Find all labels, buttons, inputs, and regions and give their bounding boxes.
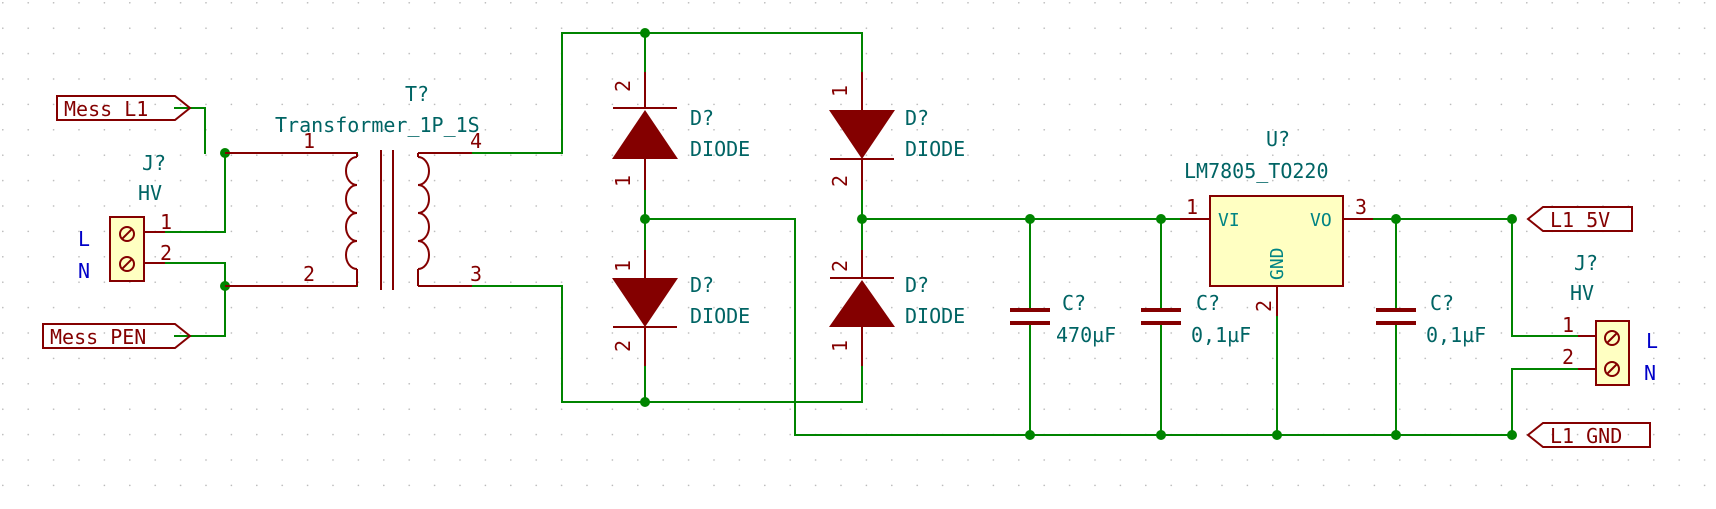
global-label-text: L1_5V	[1550, 208, 1610, 232]
wire-t-pin4	[471, 32, 863, 154]
pin-number: 1	[1186, 195, 1198, 219]
junction	[1391, 430, 1401, 440]
capacitor-c2[interactable]: C? 0,1µF	[1141, 291, 1251, 347]
pin-number: 2	[1562, 345, 1574, 369]
wire-j1-pin1	[164, 152, 226, 233]
wire-j1-pin2	[164, 262, 226, 287]
connector-value: HV	[1570, 281, 1594, 305]
transformer[interactable]: T? Transformer_1P_1S 1 2 3 4	[225, 82, 482, 290]
capacitor-value: 470µF	[1056, 323, 1116, 347]
capacitor-value: 0,1µF	[1426, 323, 1486, 347]
wire-bridge-neg	[644, 218, 1513, 436]
diode-ref: D?	[690, 106, 714, 130]
connector-side-n: N	[1644, 361, 1656, 385]
pin-number: 1	[828, 340, 852, 352]
junction	[857, 214, 867, 224]
wire-j2-pin2	[1511, 368, 1579, 436]
diode-d3[interactable]: 1 2 D? DIODE	[611, 250, 750, 366]
diode-d4[interactable]: 2 1 D? DIODE	[828, 250, 965, 366]
pin-number: 2	[611, 80, 635, 92]
pin-number: 1	[1562, 313, 1574, 337]
pin-name: VO	[1310, 210, 1332, 231]
global-label-text: Mess_L1	[64, 97, 148, 121]
connector-ref: J?	[1574, 251, 1598, 275]
wire-t-pin3	[471, 285, 863, 403]
diode-ref: D?	[905, 106, 929, 130]
pin-number: 2	[1252, 300, 1276, 312]
connector-side-l: L	[1646, 329, 1658, 353]
junction	[1507, 214, 1517, 224]
junction	[640, 397, 650, 407]
connector-right[interactable]: J? HV 1 2 L N	[1562, 251, 1658, 386]
transformer-value: Transformer_1P_1S	[275, 113, 480, 137]
pin-number: 1	[160, 210, 172, 234]
capacitor-ref: C?	[1196, 291, 1220, 315]
diode-value: DIODE	[690, 304, 750, 328]
pin-number: 2	[611, 340, 635, 352]
screw-terminal-icon	[1604, 330, 1620, 377]
connector-ref: J?	[142, 151, 166, 175]
pin-number: 2	[828, 260, 852, 272]
connector-side-n: N	[78, 259, 90, 283]
diode-value: DIODE	[905, 304, 965, 328]
pin-number: 3	[1355, 195, 1367, 219]
pin-number: 1	[828, 85, 852, 97]
diode-d2[interactable]: 1 2 D? DIODE	[828, 72, 965, 190]
capacitor-c3[interactable]: C? 0,1µF	[1376, 291, 1486, 347]
diode-ref: D?	[690, 273, 714, 297]
global-label-mess-l1[interactable]: Mess_L1	[56, 95, 192, 121]
junction	[640, 214, 650, 224]
junction	[1025, 214, 1035, 224]
wire-mess-pen	[174, 285, 226, 337]
pin-number: 3	[470, 262, 482, 286]
junction	[640, 28, 650, 38]
global-label-l1-gnd[interactable]: L1_GND	[1526, 422, 1651, 448]
connector-value: HV	[138, 181, 162, 205]
diode-value: DIODE	[905, 137, 965, 161]
pin-number: 2	[828, 175, 852, 187]
diode-d1[interactable]: 2 1 D? DIODE	[611, 72, 750, 190]
global-label-text: Mess_PEN	[50, 325, 146, 349]
junction	[1025, 430, 1035, 440]
pin-name: VI	[1218, 210, 1240, 231]
screw-terminal-icon	[119, 226, 135, 272]
pin-number: 1	[611, 260, 635, 272]
wire-mess-l1	[174, 107, 206, 154]
global-label-mess-pen[interactable]: Mess_PEN	[42, 323, 192, 349]
global-label-text: L1_GND	[1550, 424, 1622, 448]
pin-number: 1	[303, 129, 315, 153]
global-label-l1-5v[interactable]: L1_5V	[1526, 206, 1633, 232]
pin-name: GND	[1267, 247, 1288, 280]
junctions	[220, 28, 1517, 440]
transformer-ref: T?	[405, 82, 429, 106]
regulator-ref: U?	[1266, 127, 1290, 151]
capacitor-ref: C?	[1430, 291, 1454, 315]
capacitor-value: 0,1µF	[1191, 323, 1251, 347]
regulator-u[interactable]: U? LM7805_TO220 VI VO GND 1 3 2	[1180, 127, 1373, 316]
regulator-value: LM7805_TO220	[1184, 159, 1329, 183]
wire-j2-pin1	[1511, 218, 1579, 337]
junction	[1507, 430, 1517, 440]
pin-number: 2	[303, 262, 315, 286]
capacitor-ref: C?	[1062, 291, 1086, 315]
diode-value: DIODE	[690, 137, 750, 161]
pin-number: 2	[160, 241, 172, 265]
junction	[1272, 430, 1282, 440]
connector-left[interactable]: J? HV 1 2 L N	[78, 151, 172, 283]
connector-side-l: L	[78, 227, 90, 251]
junction	[1391, 214, 1401, 224]
pin-number: 1	[611, 175, 635, 187]
pin-number: 4	[470, 129, 482, 153]
diode-ref: D?	[905, 273, 929, 297]
junction	[1156, 430, 1166, 440]
capacitor-c1[interactable]: C? 470µF	[1010, 291, 1116, 347]
junction	[1156, 214, 1166, 224]
